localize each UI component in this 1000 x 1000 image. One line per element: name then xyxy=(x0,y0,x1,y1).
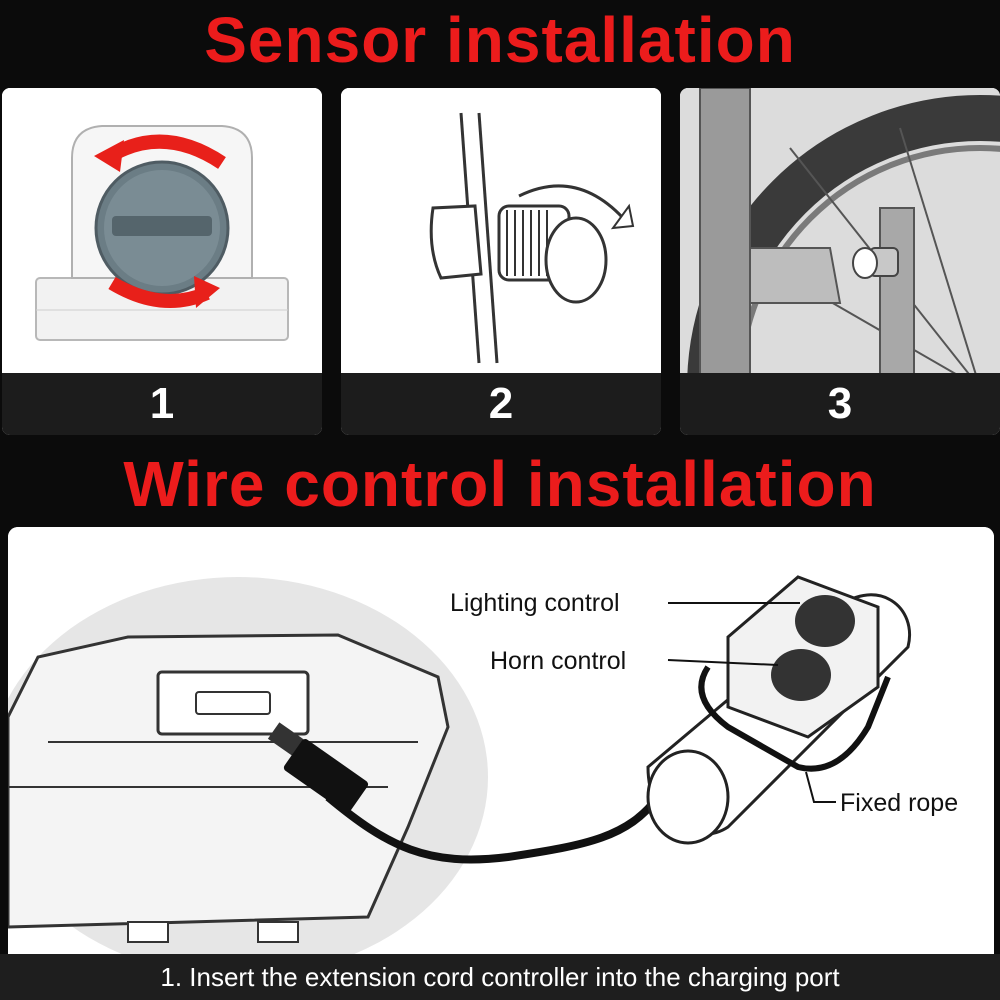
step-2-panel: 2 xyxy=(341,88,661,435)
step-number: 1 xyxy=(2,373,322,435)
wire-control-illustration xyxy=(8,527,994,1000)
sensor-on-bike-wheel-photo xyxy=(680,88,1000,378)
sensor-installation-heading: Sensor installation xyxy=(204,4,796,76)
horn-control-label: Horn control xyxy=(490,647,627,675)
wire-control-installation-heading: Wire control installation xyxy=(123,448,877,520)
sensor-battery-cover-illustration xyxy=(2,88,322,378)
instruction-caption: 1. Insert the extension cord controller … xyxy=(0,954,1000,1000)
step-number: 2 xyxy=(341,373,661,435)
wire-control-panel: Lighting control Horn control Fixed rope xyxy=(8,527,994,1000)
step-1-panel: 1 xyxy=(2,88,322,435)
sensor-spoke-mount-illustration xyxy=(341,88,661,378)
lighting-control-label: Lighting control xyxy=(450,589,620,617)
step-3-panel: 3 xyxy=(680,88,1000,435)
fixed-rope-label: Fixed rope xyxy=(840,789,959,817)
step-number: 3 xyxy=(680,373,1000,435)
